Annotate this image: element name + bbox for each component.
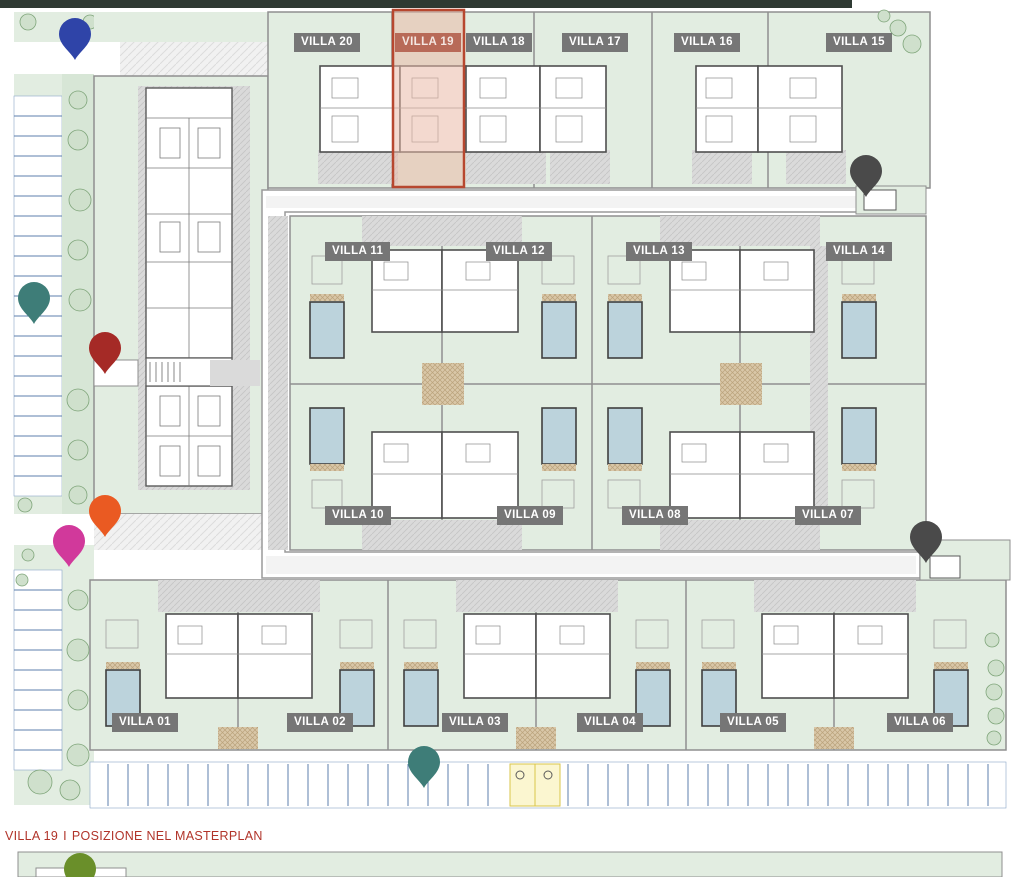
- left-lower-parking-lines: [14, 589, 62, 751]
- caption-separator: I: [63, 829, 67, 843]
- top-left-hatch: [120, 42, 268, 76]
- villa-02-label[interactable]: VILLA 02: [287, 713, 353, 732]
- bottom-parking-lines: [107, 764, 989, 806]
- location-pin-icon[interactable]: [16, 281, 52, 325]
- villa-12-label[interactable]: VILLA 12: [486, 242, 552, 261]
- apartment-lower-hatch: [94, 514, 262, 550]
- villa-01-label[interactable]: VILLA 01: [112, 713, 178, 732]
- top-left-strip: [94, 12, 268, 42]
- location-pin-icon[interactable]: [908, 520, 944, 564]
- wheelchair-icon: [515, 770, 553, 780]
- wood-deck: [422, 363, 464, 405]
- location-pin-icon[interactable]: [62, 852, 98, 877]
- villa-05-label[interactable]: VILLA 05: [720, 713, 786, 732]
- location-pin-icon[interactable]: [406, 745, 442, 789]
- bottom-pools: [105, 669, 969, 727]
- villa-10-label[interactable]: VILLA 10: [325, 506, 391, 525]
- villa-14-label[interactable]: VILLA 14: [826, 242, 892, 261]
- villa-15-label[interactable]: VILLA 15: [826, 33, 892, 52]
- villa-19-label[interactable]: VILLA 19: [395, 33, 461, 52]
- villa-04-label[interactable]: VILLA 04: [577, 713, 643, 732]
- villa-16-label[interactable]: VILLA 16: [674, 33, 740, 52]
- wood-deck: [720, 363, 762, 405]
- villa-13-label[interactable]: VILLA 13: [626, 242, 692, 261]
- caption-subtitle: POSIZIONE NEL MASTERPLAN: [71, 829, 263, 843]
- location-pin-icon[interactable]: [51, 524, 87, 568]
- villa-06-label[interactable]: VILLA 06: [887, 713, 953, 732]
- location-pin-icon[interactable]: [87, 494, 123, 538]
- caption-villa: VILLA 19: [5, 829, 59, 843]
- villa-09-label[interactable]: VILLA 09: [497, 506, 563, 525]
- location-pin-icon[interactable]: [57, 17, 93, 61]
- top-band: [0, 0, 852, 8]
- villa-07-label[interactable]: VILLA 07: [795, 506, 861, 525]
- location-pin-icon[interactable]: [848, 154, 884, 198]
- villa-17-label[interactable]: VILLA 17: [562, 33, 628, 52]
- bottom-villa-blocks: [165, 613, 909, 699]
- villa-03-label[interactable]: VILLA 03: [442, 713, 508, 732]
- villa-18-label[interactable]: VILLA 18: [466, 33, 532, 52]
- trees-right: [877, 9, 1005, 746]
- location-pin-icon[interactable]: [87, 331, 123, 375]
- plan-caption: VILLA 19 I POSIZIONE NEL MASTERPLAN: [5, 829, 263, 843]
- villa-20-label[interactable]: VILLA 20: [294, 33, 360, 52]
- apartment-room-lines: [146, 117, 232, 486]
- villa-11-label[interactable]: VILLA 11: [325, 242, 391, 261]
- villa-08-label[interactable]: VILLA 08: [622, 506, 688, 525]
- middle-villa-blocks: [371, 249, 815, 519]
- left-parking-lines: [14, 115, 62, 477]
- middle-pools: [309, 301, 877, 465]
